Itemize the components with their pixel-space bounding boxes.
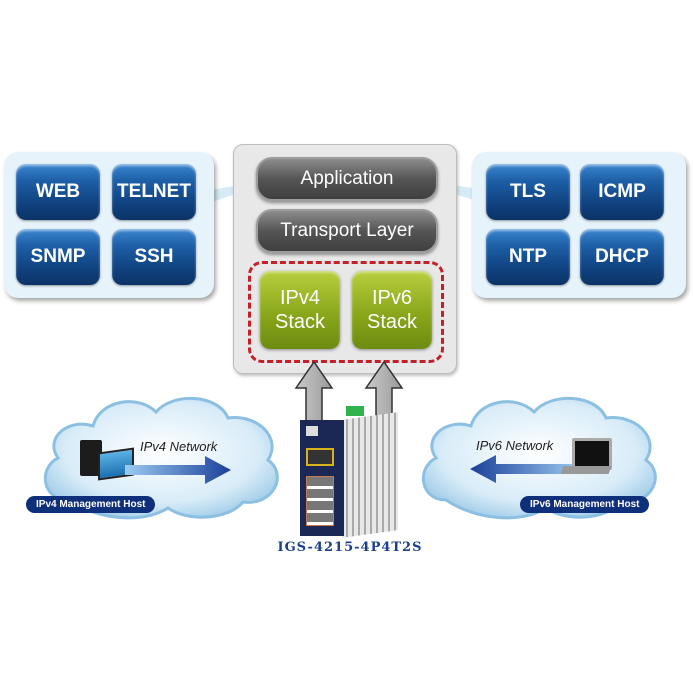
- device-model-label: IGS-4215-4P4T2S: [277, 540, 423, 555]
- ipv4-cloud: [43, 397, 279, 520]
- protocol-stack: Application Transport Layer IPv4 Stack I…: [233, 144, 457, 374]
- ipv6-network-label: IPv6 Network: [476, 438, 554, 453]
- up-arrow-icon: [294, 360, 334, 429]
- ipv6-stack: IPv6 Stack: [352, 271, 432, 349]
- ipv4-stack-line2: Stack: [274, 311, 326, 333]
- ipv4-arrow-right-icon: [125, 456, 231, 484]
- right-protocol-panel: TLS ICMP NTP DHCP: [472, 152, 686, 298]
- ipv6-stack-line1: IPv6: [371, 287, 413, 309]
- ethernet-ports-icon: [306, 476, 334, 526]
- application-layer: Application: [256, 157, 438, 201]
- ipv4-stack-line1: IPv4: [279, 287, 321, 309]
- transport-layer: Transport Layer: [256, 209, 438, 253]
- protocol-dhcp: DHCP: [580, 229, 664, 285]
- ipv4-host-label: IPv4 Management Host: [26, 496, 156, 513]
- protocol-telnet: TELNET: [112, 164, 196, 220]
- laptop-base-icon: [560, 466, 612, 474]
- desktop-computer-icon: [80, 440, 102, 476]
- protocol-icmp: ICMP: [580, 164, 664, 220]
- console-port-icon: [306, 426, 318, 436]
- protocol-tls: TLS: [486, 164, 570, 220]
- protocol-ntp: NTP: [486, 229, 570, 285]
- protocol-web: WEB: [16, 164, 100, 220]
- left-protocol-panel: WEB TELNET SNMP SSH: [4, 152, 214, 298]
- ipv4-stack: IPv4 Stack: [260, 271, 340, 349]
- ipv6-arrow-left-icon: [470, 455, 580, 483]
- power-connector-icon: [346, 406, 364, 416]
- ipv6-host-label: IPv6 Management Host: [520, 496, 650, 513]
- industrial-switch-device: [300, 406, 400, 538]
- protocol-snmp: SNMP: [16, 229, 100, 285]
- up-arrow-icon: [364, 360, 404, 429]
- ipv6-cloud: [421, 397, 657, 520]
- ipv6-stack-line2: Stack: [366, 311, 418, 333]
- dual-stack-outline: [248, 261, 444, 363]
- sfp-ports-icon: [306, 448, 334, 466]
- protocol-ssh: SSH: [112, 229, 196, 285]
- laptop-icon: [572, 438, 612, 470]
- switch-heatsink: [342, 412, 398, 538]
- ipv4-network-label: IPv4 Network: [140, 439, 218, 454]
- upload-arrows: [294, 360, 404, 429]
